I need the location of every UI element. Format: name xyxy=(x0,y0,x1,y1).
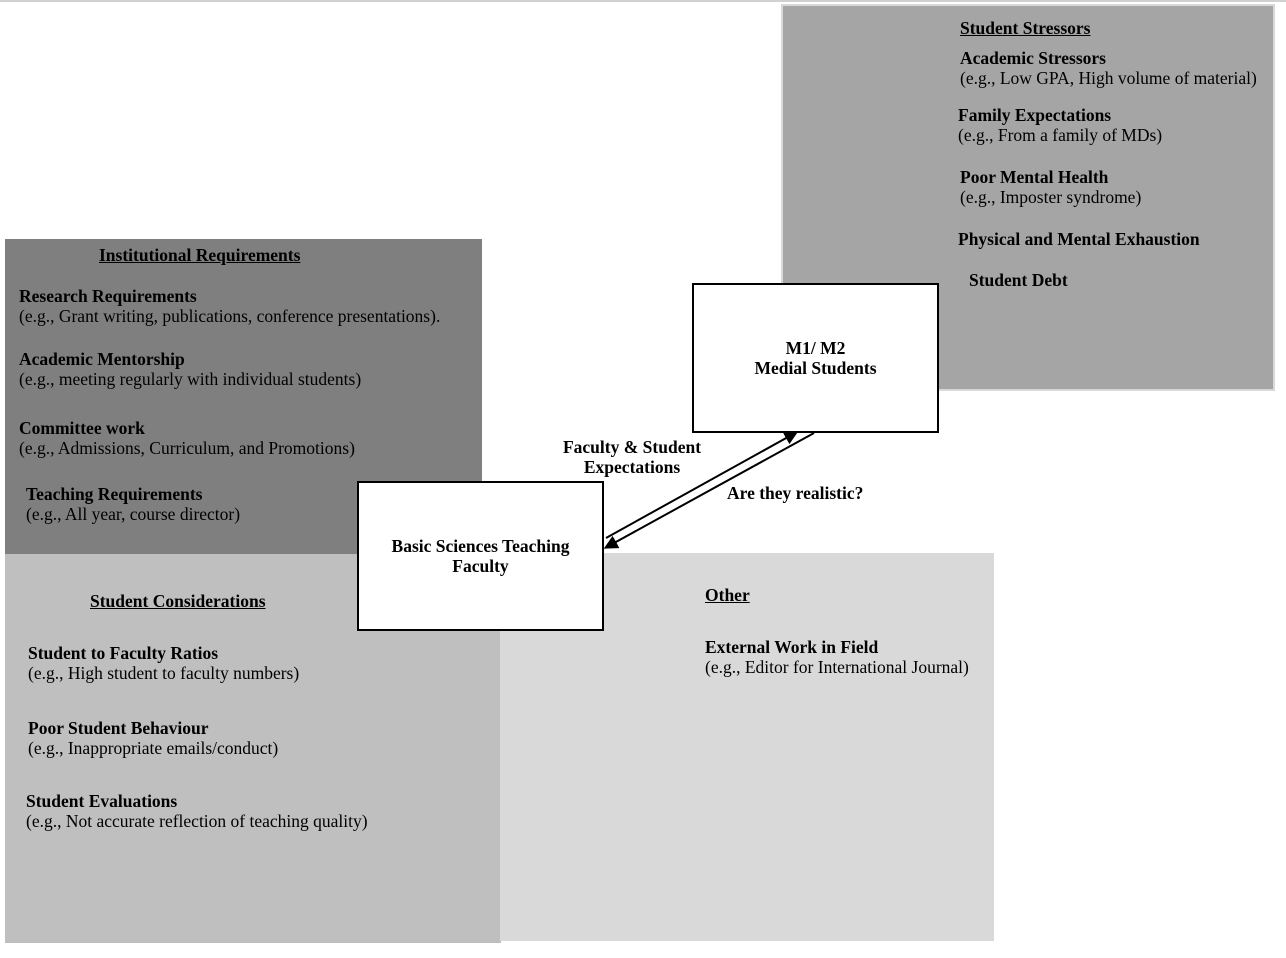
item-title: External Work in Field xyxy=(705,637,879,657)
item-title: Academic Stressors xyxy=(960,48,1106,68)
top-border-line xyxy=(0,0,1286,2)
other-item-external-work: External Work in Field (e.g., Editor for… xyxy=(705,637,969,677)
consideration-item-behaviour: Poor Student Behaviour (e.g., Inappropri… xyxy=(28,718,278,758)
realistic-label: Are they realistic? xyxy=(727,483,864,503)
m1-m2-students-box: M1/ M2 Medial Students xyxy=(692,283,939,433)
item-example: (e.g., All year, course director) xyxy=(26,504,241,524)
consideration-item-evaluations: Student Evaluations (e.g., Not accurate … xyxy=(26,791,368,831)
stressor-item-academic: Academic Stressors (e.g., Low GPA, High … xyxy=(960,48,1257,88)
institutional-item-research: Research Requirements (e.g., Grant writi… xyxy=(19,286,440,326)
item-example: (e.g., Editor for International Journal) xyxy=(705,657,969,677)
arrow-to-students xyxy=(605,431,799,539)
students-box-line1: M1/ M2 xyxy=(785,338,846,358)
item-title: Poor Mental Health xyxy=(960,167,1109,187)
item-title: Family Expectations xyxy=(958,105,1112,125)
student-stressors-heading: Student Stressors xyxy=(960,18,1091,38)
stressor-item-debt: Student Debt xyxy=(969,270,1068,290)
faculty-box-line2: Faculty xyxy=(452,556,509,576)
stressor-item-family: Family Expectations (e.g., From a family… xyxy=(958,105,1162,145)
item-title: Student Debt xyxy=(969,270,1068,290)
students-box-line2: Medial Students xyxy=(754,358,877,378)
item-example: (e.g., meeting regularly with individual… xyxy=(19,369,362,389)
item-title: Academic Mentorship xyxy=(19,349,185,369)
institutional-item-teaching: Teaching Requirements (e.g., All year, c… xyxy=(26,484,240,524)
basic-sciences-faculty-box: Basic Sciences Teaching Faculty xyxy=(357,481,604,631)
item-example: (e.g., Not accurate reflection of teachi… xyxy=(26,811,368,831)
item-title: Student Evaluations xyxy=(26,791,178,811)
expectations-label-line1: Faculty & Student xyxy=(562,437,702,457)
student-considerations-heading: Student Considerations xyxy=(90,591,266,611)
expectations-label-line2: Expectations xyxy=(583,457,681,477)
institutional-item-committee: Committee work (e.g., Admissions, Curric… xyxy=(19,418,355,458)
item-example: (e.g., Imposter syndrome) xyxy=(960,187,1142,207)
stressor-item-mental-health: Poor Mental Health (e.g., Imposter syndr… xyxy=(960,167,1141,207)
expectations-label: Faculty & Student Expectations xyxy=(558,437,706,477)
item-example: (e.g., Admissions, Curriculum, and Promo… xyxy=(19,438,355,458)
institutional-requirements-heading: Institutional Requirements xyxy=(99,245,301,265)
item-example: (e.g., High student to faculty numbers) xyxy=(28,663,300,683)
faculty-box-line1: Basic Sciences Teaching xyxy=(391,536,570,556)
item-title: Physical and Mental Exhaustion xyxy=(958,229,1200,249)
item-title: Teaching Requirements xyxy=(26,484,203,504)
institutional-item-mentorship: Academic Mentorship (e.g., meeting regul… xyxy=(19,349,361,389)
item-title: Research Requirements xyxy=(19,286,197,306)
item-title: Poor Student Behaviour xyxy=(28,718,209,738)
item-title: Committee work xyxy=(19,418,145,438)
item-example: (e.g., Grant writing, publications, conf… xyxy=(19,306,441,326)
item-title: Student to Faculty Ratios xyxy=(28,643,219,663)
arrow-to-faculty xyxy=(603,432,815,549)
item-example: (e.g., From a family of MDs) xyxy=(958,125,1163,145)
item-example: (e.g., Low GPA, High volume of material) xyxy=(960,68,1257,88)
other-heading: Other xyxy=(705,585,750,605)
stressor-item-exhaustion: Physical and Mental Exhaustion xyxy=(958,229,1200,249)
item-example: (e.g., Inappropriate emails/conduct) xyxy=(28,738,279,758)
consideration-item-ratios: Student to Faculty Ratios (e.g., High st… xyxy=(28,643,299,683)
